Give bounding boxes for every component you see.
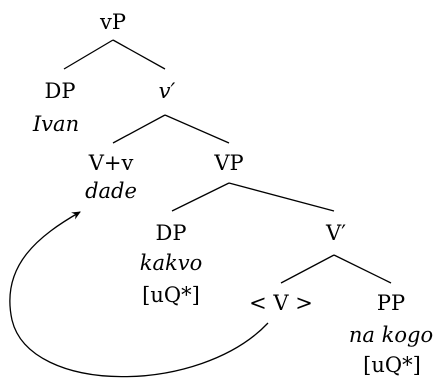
node-vbar-label: v′ [159, 79, 176, 103]
edge-vP-DP [63, 39, 114, 70]
movement-arrow [9, 211, 269, 378]
node-DP2-feature: [uQ*] [142, 283, 200, 307]
edge-vbar-Vv [112, 114, 166, 144]
edge-Vbar-PP [333, 254, 392, 284]
edge-vbar-VP [164, 114, 230, 144]
node-Vbar-label: V′ [325, 221, 346, 245]
edge-Vbar-Vtrace [280, 254, 335, 284]
node-DP-word: Ivan [32, 112, 79, 136]
node-Vtrace-label: < V > [249, 291, 313, 315]
node-vP-label: vP [99, 10, 126, 34]
edge-VP-DP [171, 182, 230, 212]
node-Vv-word: dade [85, 179, 137, 203]
edge-VP-Vbar [228, 182, 335, 212]
node-Vv-label: V+v [88, 151, 134, 175]
edge-vP-vbar [112, 39, 166, 70]
node-PP-label: PP [377, 291, 405, 315]
node-PP-feature: [uQ*] [363, 353, 421, 377]
node-DP-label: DP [45, 79, 76, 103]
node-DP2-word: kakvo [140, 251, 202, 275]
node-PP-word: na kogo [349, 323, 433, 347]
node-DP2-label: DP [156, 221, 187, 245]
node-VP-label: VP [213, 151, 243, 175]
